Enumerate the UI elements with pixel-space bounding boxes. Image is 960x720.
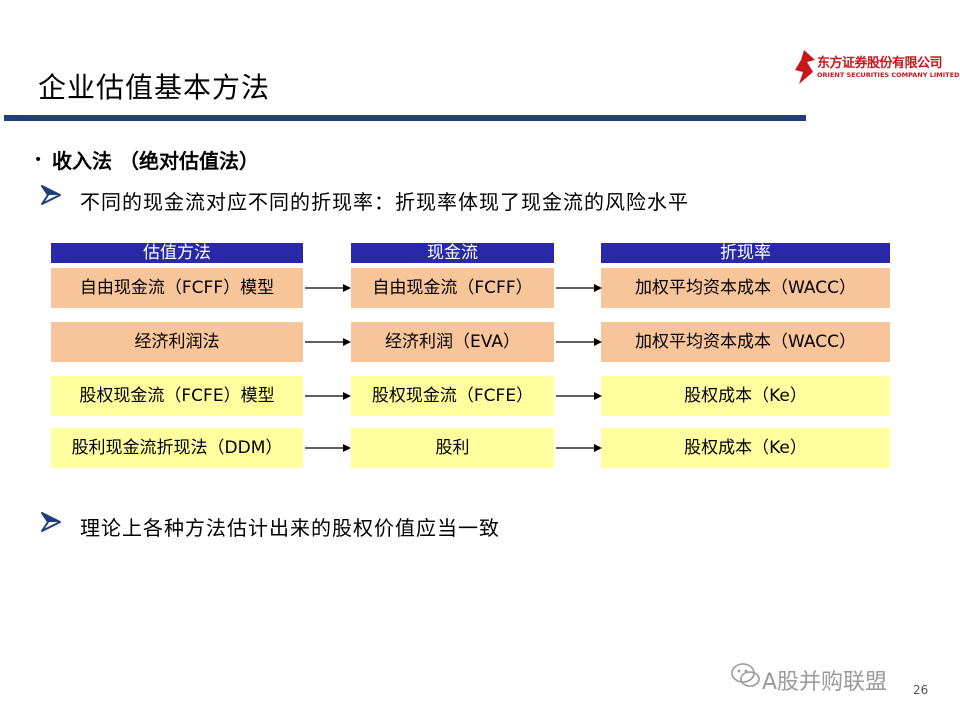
arrow-bullet-icon [41,185,61,205]
row4-cashflow: 股利 [351,428,554,468]
logo-name-en: ORIENT SECURITIES COMPANY LIMITED [817,71,960,79]
company-logo: 东方证券股份有限公司 ORIENT SECURITIES COMPANY LIM… [793,50,959,86]
row1-cashflow: 自由现金流（FCFF） [351,268,554,308]
logo-mark-icon [795,50,815,84]
header-rate: 折现率 [601,243,890,263]
row2-method: 经济利润法 [51,322,303,362]
row4-method: 股利现金流折现法（DDM） [51,428,303,468]
row2-cashflow: 经济利润（EVA） [351,322,554,362]
section-heading: 收入法 （绝对估值法） [52,149,259,173]
row1-rate: 加权平均资本成本（WACC） [601,268,890,308]
point-text-2: 理论上各种方法估计出来的股权价值应当一致 [80,516,500,540]
slide-title: 企业估值基本方法 [38,71,271,104]
arrow-right-icon [556,338,602,346]
bullet-dot: • [34,152,43,168]
arrow-bullet-icon [41,512,61,532]
logo-name-cn: 东方证券股份有限公司 [817,56,943,71]
arrow-right-icon [305,284,351,292]
row4-rate: 股权成本（Ke） [601,428,890,468]
row2-rate: 加权平均资本成本（WACC） [601,322,890,362]
header-cashflow: 现金流 [351,243,554,263]
header-method: 估值方法 [51,243,303,263]
arrow-right-icon [305,392,351,400]
watermark-text: A股并购联盟 [762,670,888,695]
wechat-icon [731,663,760,687]
arrow-right-icon [556,392,602,400]
row3-method: 股权现金流（FCFE）模型 [51,376,303,416]
arrow-right-icon [556,284,602,292]
row1-method: 自由现金流（FCFF）模型 [51,268,303,308]
row3-rate: 股权成本（Ke） [601,376,890,416]
title-divider [4,115,806,121]
point-text-1: 不同的现金流对应不同的折现率：折现率体现了现金流的风险水平 [80,190,689,214]
page-number: 26 [913,683,929,697]
arrow-right-icon [305,444,351,452]
row3-cashflow: 股权现金流（FCFE） [351,376,554,416]
arrow-right-icon [556,444,602,452]
arrow-right-icon [305,338,351,346]
